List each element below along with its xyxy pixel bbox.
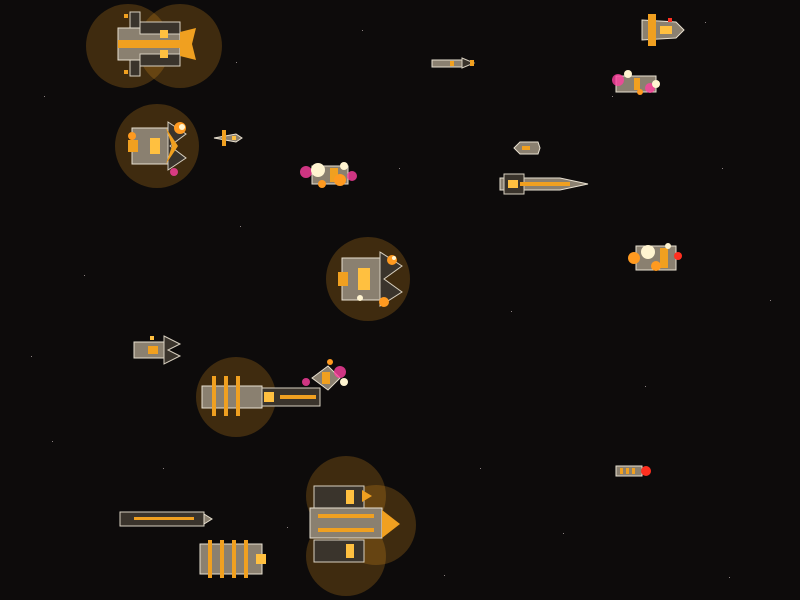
- ship-burning-center-left[interactable]: [300, 162, 357, 188]
- ship-cage-bottom[interactable]: [199, 540, 266, 578]
- ship-torpedo-top-center[interactable]: [431, 57, 476, 69]
- fighter-icon: [641, 14, 685, 46]
- ship-dreadnought-top-left[interactable]: [86, 4, 222, 88]
- ship-barge-bottom-left[interactable]: [119, 511, 213, 527]
- torpedo-icon: [431, 57, 476, 69]
- frigate-icon: [133, 335, 182, 365]
- lance-ship-icon: [499, 173, 589, 195]
- ship-cruiser-center-shielded[interactable]: [326, 237, 410, 321]
- tube-ship-icon: [615, 465, 651, 477]
- ship-fighter-top-right[interactable]: [641, 14, 685, 46]
- ship-fighter-small-left[interactable]: [213, 130, 243, 146]
- winged-carrier-icon: [117, 11, 196, 77]
- fire-effect: [612, 70, 660, 95]
- ship-lance-center[interactable]: [499, 173, 589, 195]
- horned-cruiser-icon: [338, 251, 403, 307]
- ship-frigate-left[interactable]: [133, 335, 182, 365]
- fire-effect: [128, 122, 186, 176]
- starfield: [31, 22, 771, 578]
- twin-carrier-icon: [309, 485, 400, 563]
- ship-burning-right[interactable]: [628, 243, 682, 271]
- ship-tube-right[interactable]: [615, 465, 651, 477]
- ship-burning-top-right[interactable]: [612, 70, 660, 95]
- fighter-icon: [213, 130, 243, 146]
- fire-effect: [300, 162, 357, 188]
- spined-battleship-icon: [201, 376, 321, 416]
- fire-effect: [357, 255, 397, 307]
- fire-effect: [628, 243, 682, 271]
- barge-icon: [119, 511, 213, 527]
- fire-effect: [302, 359, 348, 386]
- horned-cruiser-icon: [128, 121, 187, 171]
- cage-ship-icon: [199, 540, 266, 578]
- ship-battleship-shielded-left[interactable]: [196, 357, 321, 437]
- ship-frigate-burning-center[interactable]: [302, 359, 348, 391]
- ship-carrier-bottom-shielded[interactable]: [306, 456, 416, 596]
- escape-pod-icon: [513, 141, 541, 155]
- ship-cruiser-left-burning[interactable]: [115, 104, 199, 188]
- ship-pod-center[interactable]: [513, 141, 541, 155]
